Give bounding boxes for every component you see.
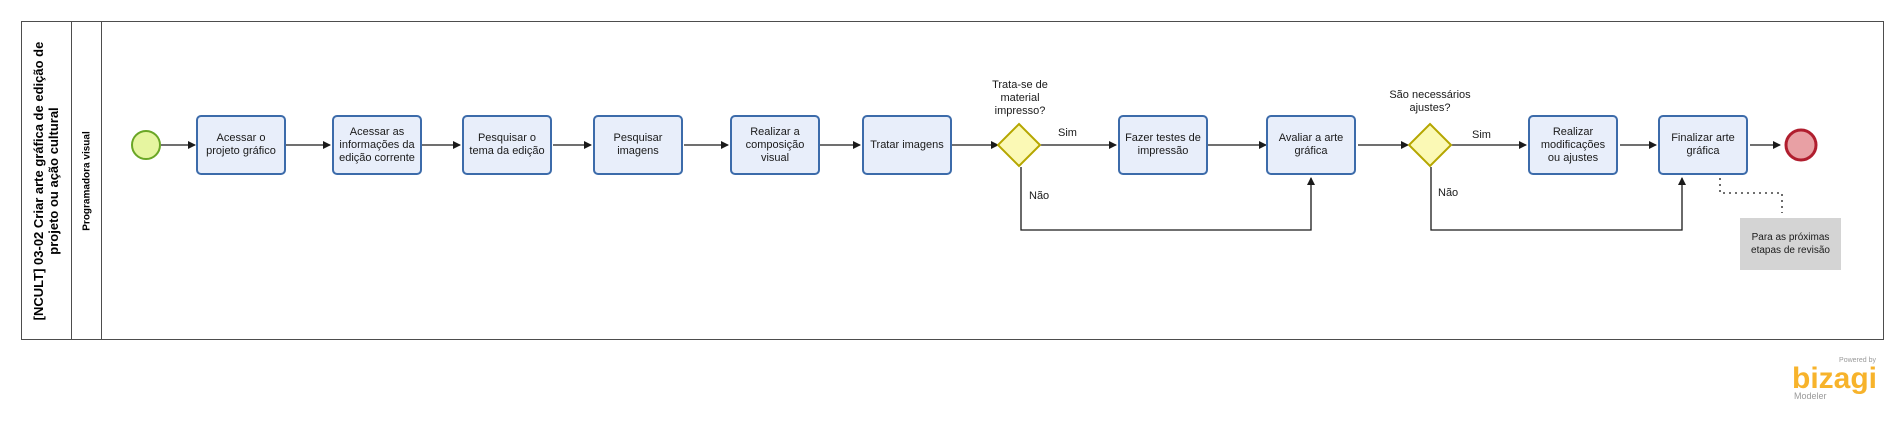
gateway-adjustments-needed: [1407, 122, 1453, 168]
pool: [21, 21, 1884, 340]
gateway1-question: Trata-se de material impresso?: [992, 79, 1048, 117]
bizagi-branding: Powered by bizagi Modeler: [1790, 357, 1880, 403]
start-event: [131, 130, 161, 160]
task-treat-images[interactable]: Tratar imagens: [862, 115, 952, 175]
gateway2-question: São necessários ajustes?: [1389, 89, 1471, 114]
sequence-flows: [161, 141, 1781, 231]
text-annotation: Para as próximas etapas de revisão: [1740, 218, 1841, 270]
modeler-text: Modeler: [1794, 391, 1827, 401]
task-research-edition-theme[interactable]: Pesquisar o tema da edição: [462, 115, 552, 175]
end-event: [1784, 128, 1818, 162]
gateway1-yes-label: Sim: [1058, 127, 1077, 139]
task-finalize-artwork[interactable]: Finalizar arte gráfica: [1658, 115, 1748, 175]
gateway-printed-material: [996, 122, 1042, 168]
bizagi-logo: bizagi: [1792, 362, 1878, 395]
task-visual-composition[interactable]: Realizar a composição visual: [730, 115, 820, 175]
pool-header: [NCULT] 03-02 Criar arte gráfica de ediç…: [21, 21, 72, 340]
powered-by-text: Powered by: [1839, 357, 1876, 364]
gateway2-no-label: Não: [1438, 187, 1459, 199]
gateway1-no-label: Não: [1029, 190, 1050, 202]
task-make-adjustments[interactable]: Realizar modificações ou ajustes: [1528, 115, 1618, 175]
flow-gateway2-no: [1430, 167, 1686, 231]
gateway2-yes-label: Sim: [1472, 129, 1491, 141]
annotation-association: [1719, 178, 1783, 213]
flow-gateway1-no: [1020, 167, 1315, 231]
task-access-graphic-project[interactable]: Acessar o projeto gráfico: [196, 115, 286, 175]
task-print-tests[interactable]: Fazer testes de impressão: [1118, 115, 1208, 175]
lane-header: Programadora visual: [72, 21, 102, 340]
task-research-images[interactable]: Pesquisar imagens: [593, 115, 683, 175]
task-access-edition-info[interactable]: Acessar as informações da edição corrent…: [332, 115, 422, 175]
task-evaluate-artwork[interactable]: Avaliar a arte gráfica: [1266, 115, 1356, 175]
